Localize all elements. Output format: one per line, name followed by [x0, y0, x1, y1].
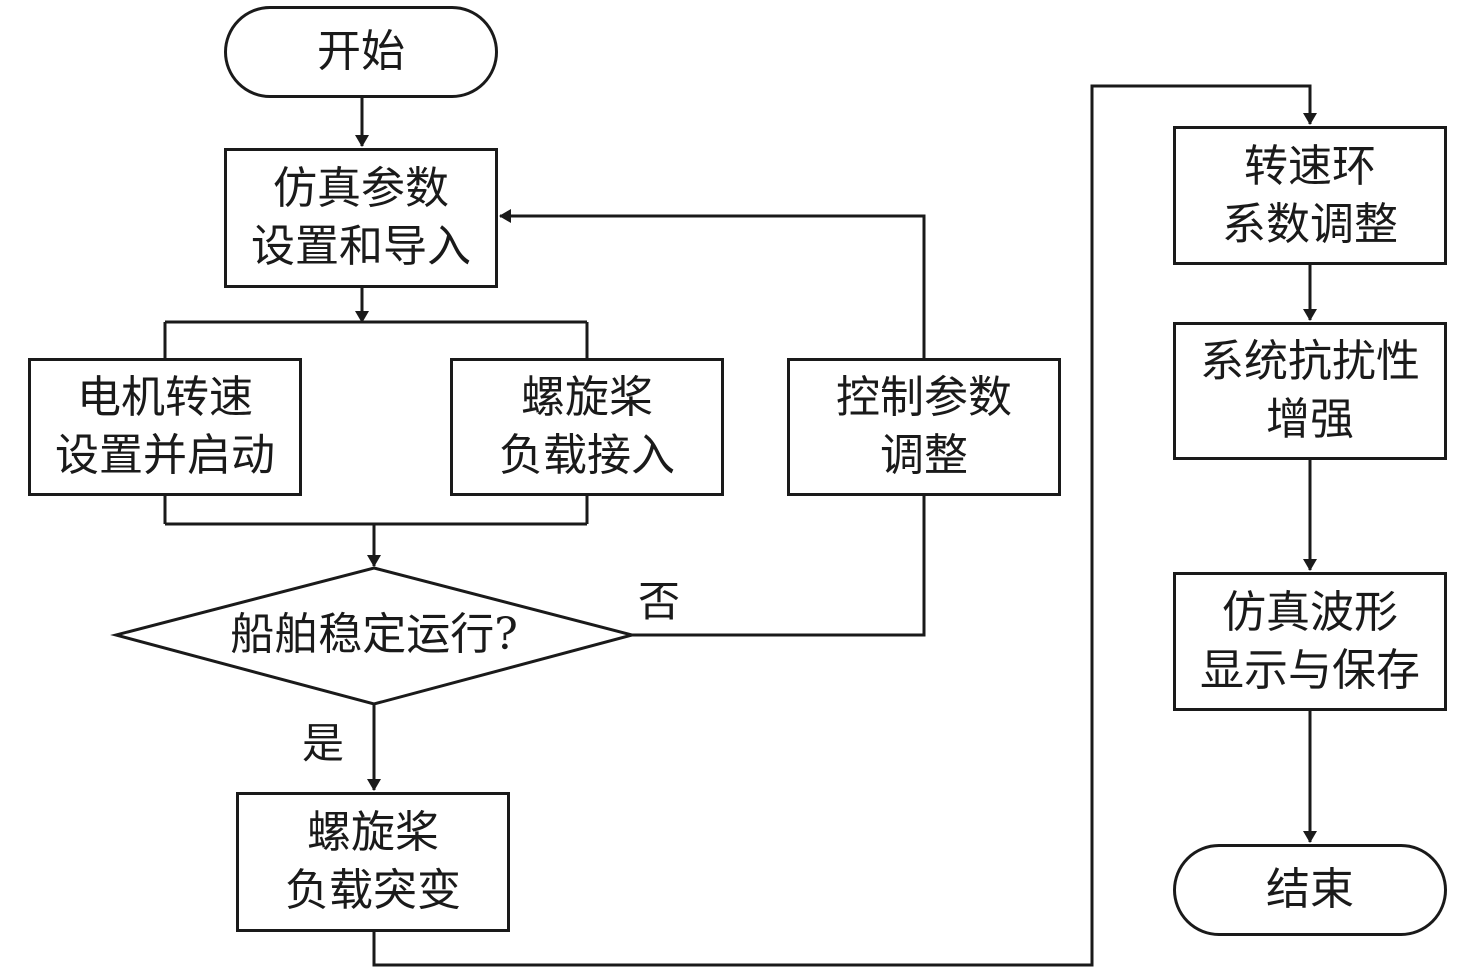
motor-box: 电机转速 设置并启动 — [28, 358, 302, 496]
decision-label: 船舶稳定运行? — [230, 609, 518, 660]
ctrl-adjust-label: 控制参数 调整 — [836, 372, 1012, 481]
waveform-box: 仿真波形 显示与保存 — [1173, 572, 1447, 711]
end-label: 结束 — [1266, 864, 1354, 915]
prop-change-label: 螺旋桨 负载突变 — [285, 807, 461, 916]
motor-label: 电机转速 设置并启动 — [55, 372, 275, 481]
start-terminal: 开始 — [224, 6, 498, 98]
speed-loop-box: 转速环 系数调整 — [1173, 126, 1447, 265]
end-terminal: 结束 — [1173, 844, 1447, 936]
decision-text: 船舶稳定运行? — [160, 606, 588, 664]
prop-load-label: 螺旋桨 负载接入 — [499, 372, 675, 481]
sim-params-box: 仿真参数 设置和导入 — [224, 148, 498, 288]
start-label: 开始 — [317, 26, 405, 77]
no-branch-line — [632, 496, 926, 637]
loop-back-line — [499, 209, 926, 358]
prop-change-box: 螺旋桨 负载突变 — [236, 792, 510, 932]
prop-load-box: 螺旋桨 负载接入 — [450, 358, 724, 496]
edge-label-no: 否 — [638, 577, 681, 626]
edge-label-yes: 是 — [302, 719, 345, 768]
cross-line — [372, 84, 1317, 967]
decision-diamond — [110, 566, 638, 706]
speed-loop-label: 转速环 系数调整 — [1222, 140, 1398, 250]
waveform-label: 仿真波形 显示与保存 — [1200, 586, 1420, 696]
anti-disturbance-box: 系统抗扰性 增强 — [1173, 322, 1447, 460]
ctrl-adjust-box: 控制参数 调整 — [787, 358, 1061, 496]
sim-params-label: 仿真参数 设置和导入 — [251, 163, 471, 272]
anti-disturbance-label: 系统抗扰性 增强 — [1200, 336, 1420, 445]
